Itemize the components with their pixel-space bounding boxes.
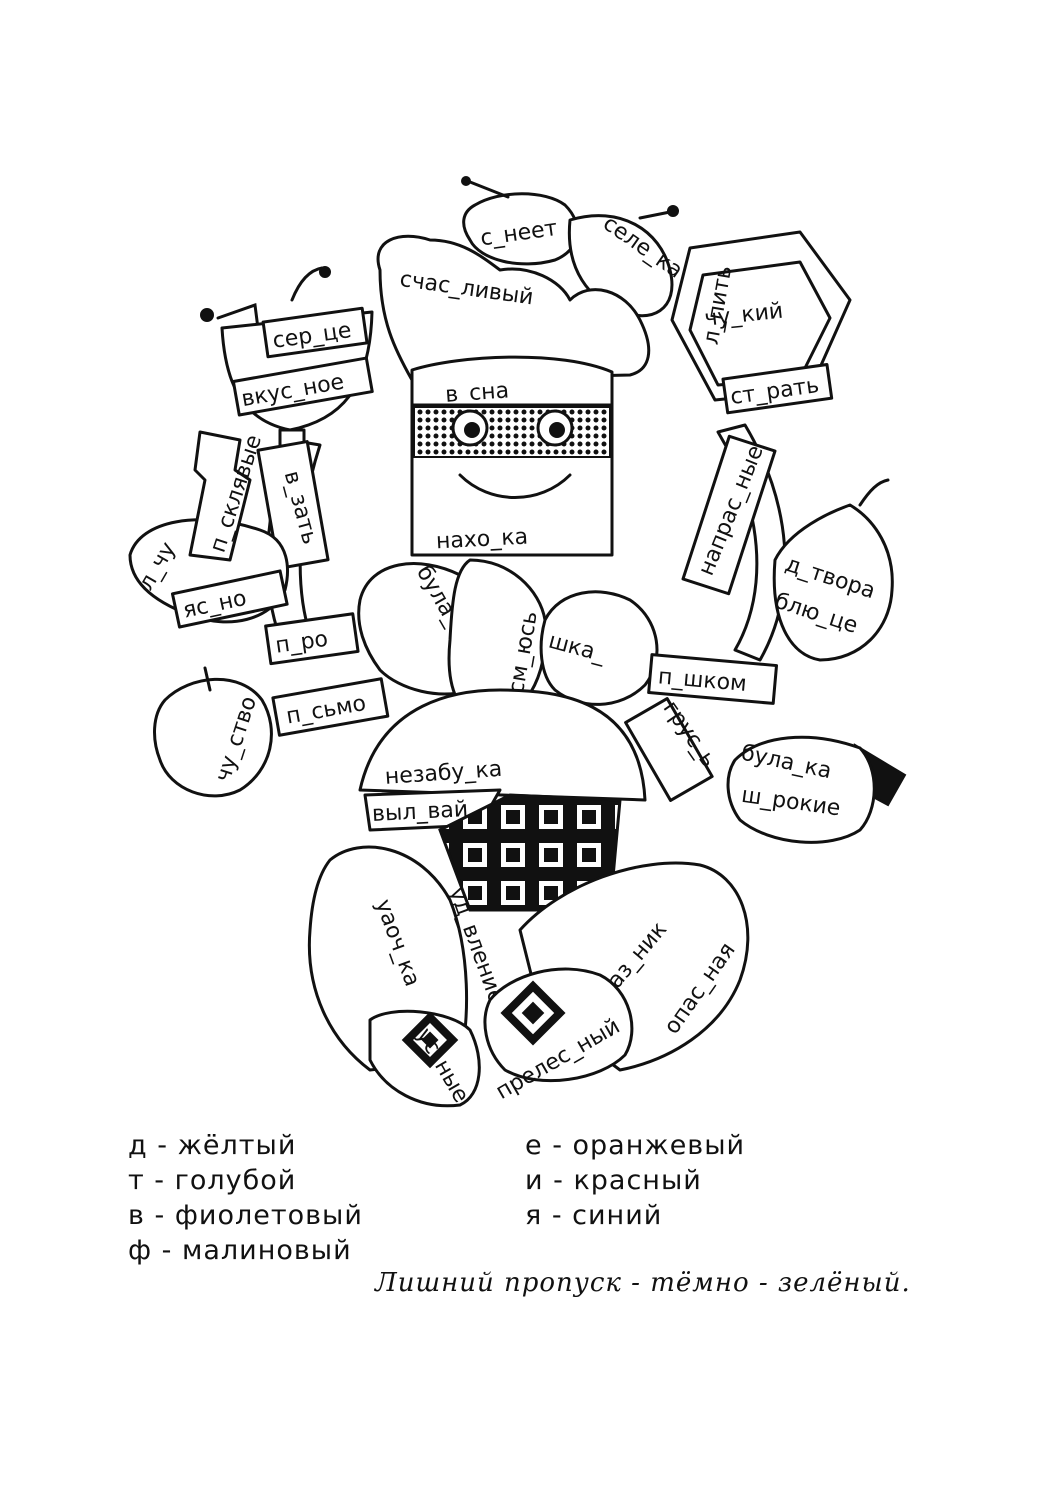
- chef-hat: счас_ливый в_сна: [376, 234, 651, 412]
- legend-t: т - голубой: [128, 1165, 297, 1196]
- apple-left: чу_ство: [153, 666, 273, 798]
- word-v-sna: в_сна: [444, 378, 510, 407]
- legend-e: е - оранжевый: [525, 1130, 746, 1161]
- smile: [458, 473, 572, 499]
- legend-ya: я - синий: [525, 1200, 663, 1231]
- bowl-right: д_твора блю_це: [772, 478, 894, 662]
- bowl-left: п_склявые л_чу яс_но: [128, 430, 289, 629]
- box-right: чу_кий л_пить ст_рать: [670, 230, 852, 415]
- legend-note: Лишний пропуск - тёмно - зелёный.: [375, 1268, 911, 1298]
- apple-top: с_неет: [461, 176, 579, 266]
- legend-v: в - фиолетовый: [128, 1200, 363, 1231]
- word-vyl-vay: выл_вай: [371, 797, 468, 827]
- glass-left: сер_це вкус_ное: [200, 266, 374, 450]
- bowl-right-lower: була_ка ш_рокие: [726, 735, 876, 844]
- legend-f: ф - малиновый: [128, 1235, 352, 1266]
- head: нахо_ка: [410, 403, 614, 557]
- legend-d: д - жёлтый: [128, 1130, 297, 1161]
- word-naho-ka: нахо_ка: [435, 525, 528, 555]
- skirt: незабу_ка выл_вай: [358, 688, 647, 912]
- shoe-left: уаоч_ка уд_вление ус_ные: [307, 845, 509, 1108]
- shoe-right: праз_ник опас_ная прелес_ный: [483, 861, 750, 1105]
- body: була_ка см_юсь шка_: [357, 558, 659, 722]
- legend-i: и - красный: [525, 1165, 702, 1196]
